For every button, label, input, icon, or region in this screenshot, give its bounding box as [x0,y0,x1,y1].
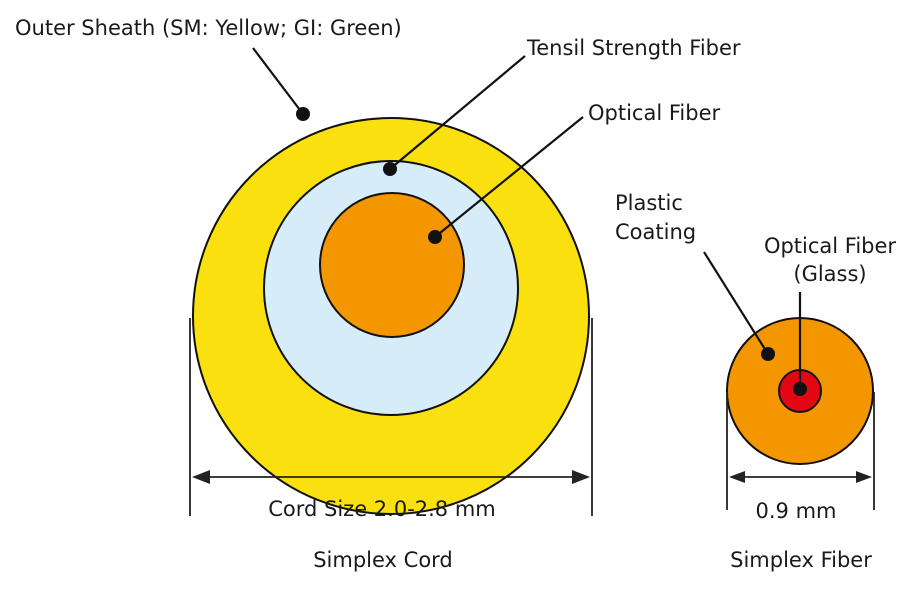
glass-fiber-label-line2: (Glass) [793,262,866,286]
fiber-size-dimension [726,392,875,510]
outer-sheath-label: Outer Sheath (SM: Yellow; GI: Green) [15,16,402,40]
plastic-coating-leader [703,251,775,361]
outer-sheath-leader [252,47,310,121]
simplex-cord-caption: Simplex Cord [313,548,453,572]
glass-fiber-label-line1: Optical Fiber [764,234,896,258]
plastic-coating-label-line2: Coating [615,220,696,244]
tensile-fiber-label: Tensil Strength Fiber [526,36,741,60]
simplex-fiber-caption: Simplex Fiber [730,548,872,572]
cord-size-label: Cord Size 2.0-2.8 mm [268,497,496,521]
optical-fiber-core [319,192,465,338]
fiber-size-label: 0.9 mm [756,499,837,523]
optical-fiber-leader [428,116,584,244]
tensile-fiber-leader [383,55,526,176]
optical-fiber-label: Optical Fiber [588,101,720,125]
plastic-coating-label-line1: Plastic [615,191,683,215]
glass-fiber-leader [793,292,807,396]
simplex-cord-cross-section [192,117,590,515]
cord-size-dimension [189,318,593,516]
